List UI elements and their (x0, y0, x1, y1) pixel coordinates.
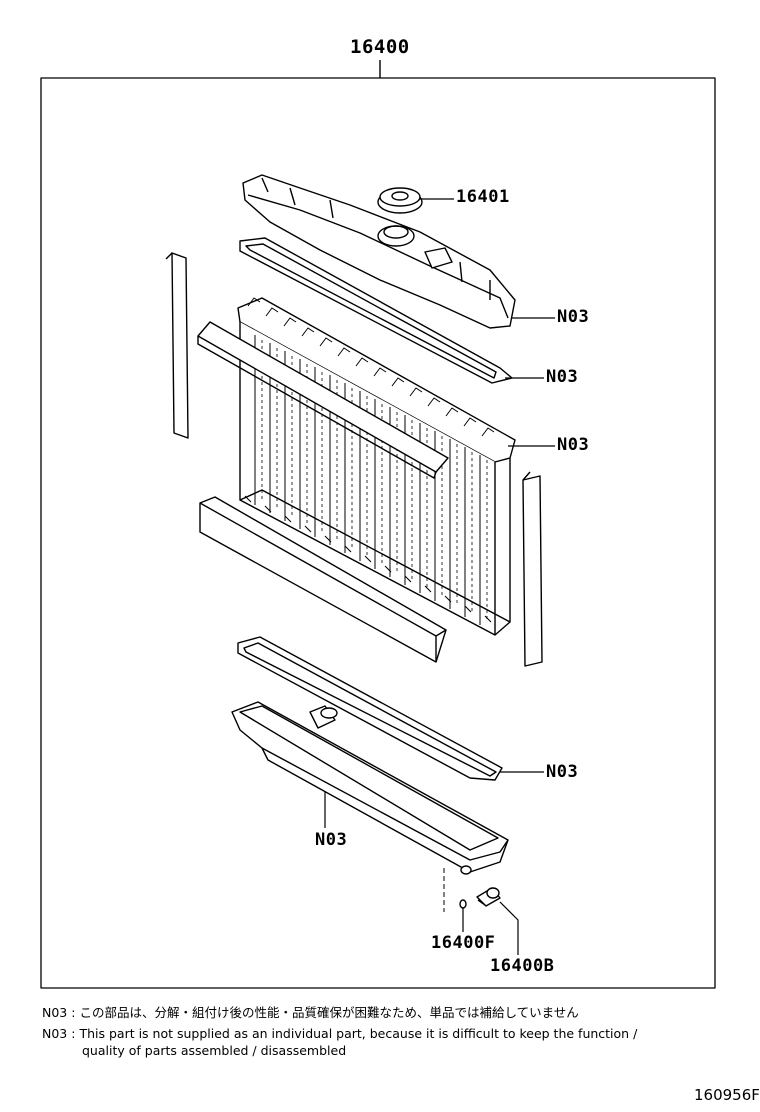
callout-lower-tank[interactable]: N03 (315, 830, 348, 850)
callout-lower-gasket[interactable]: N03 (546, 762, 579, 782)
drain-gasket (459, 899, 467, 909)
lower-front-seal (199, 496, 447, 663)
note-sep: : (71, 1026, 76, 1041)
lower-tank (231, 701, 509, 875)
callout-upper-tank[interactable]: N03 (557, 307, 590, 327)
note-text: この部品は、分解・組付け後の性能・品質確保が困難なため、単品では補給していません (79, 1005, 579, 1020)
figure-id: 160956F (694, 1086, 760, 1104)
left-side-seal (165, 252, 189, 439)
assembly-part-number[interactable]: 16400 (350, 36, 410, 58)
note-code: N03 (42, 1005, 68, 1020)
note-sep: : (71, 1005, 76, 1020)
callout-core[interactable]: N03 (557, 435, 590, 455)
note-text: This part is not supplied as an individu… (79, 1026, 638, 1041)
upper-front-seal (197, 321, 449, 479)
right-side-seal (522, 471, 543, 667)
callout-drain-cock[interactable]: 16400B (490, 956, 555, 976)
lower-gasket (237, 636, 503, 781)
drain-cock (476, 887, 501, 907)
callout-radiator-cap[interactable]: 16401 (456, 187, 510, 207)
callout-drain-gasket[interactable]: 16400F (431, 933, 496, 953)
assembly-frame (40, 77, 716, 989)
upper-tank (242, 174, 516, 329)
note-en: N03 : This part is not supplied as an in… (42, 1025, 637, 1043)
radiator-cap (377, 187, 423, 214)
note-en-continued: quality of parts assembled / disassemble… (82, 1043, 347, 1058)
note-code: N03 (42, 1026, 68, 1041)
callout-upper-gasket[interactable]: N03 (546, 367, 579, 387)
note-jp: N03 : この部品は、分解・組付け後の性能・品質確保が困難なため、単品では補給… (42, 1004, 579, 1022)
radiator-core (237, 297, 516, 636)
